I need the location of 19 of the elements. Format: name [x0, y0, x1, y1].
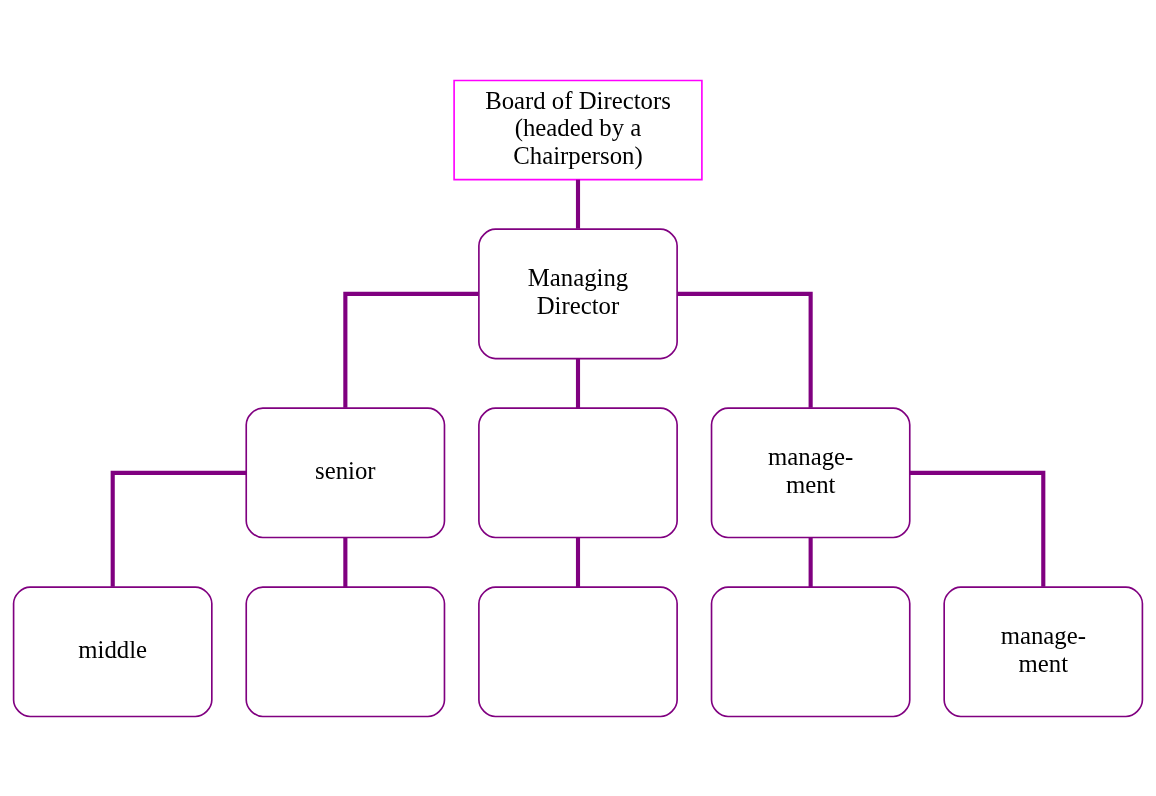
node-box: manage- ment — [710, 406, 911, 538]
connector — [575, 358, 581, 408]
connector — [677, 291, 813, 408]
connector — [343, 291, 479, 408]
node-box — [710, 585, 911, 717]
node-box: Board of Directors (headed by a Chairperson) — [453, 79, 703, 180]
node-box: Managing Director — [478, 227, 678, 359]
connector — [575, 179, 581, 229]
node-box — [478, 585, 678, 717]
connector — [910, 470, 1046, 587]
connector — [575, 537, 581, 587]
node-box — [245, 585, 446, 717]
node-box: middle — [12, 585, 213, 717]
node-box: manage- ment — [943, 585, 1144, 717]
node-box: senior — [245, 406, 446, 538]
connector — [808, 537, 813, 587]
connector — [343, 537, 348, 587]
node-box — [478, 406, 678, 538]
connector — [110, 470, 246, 587]
